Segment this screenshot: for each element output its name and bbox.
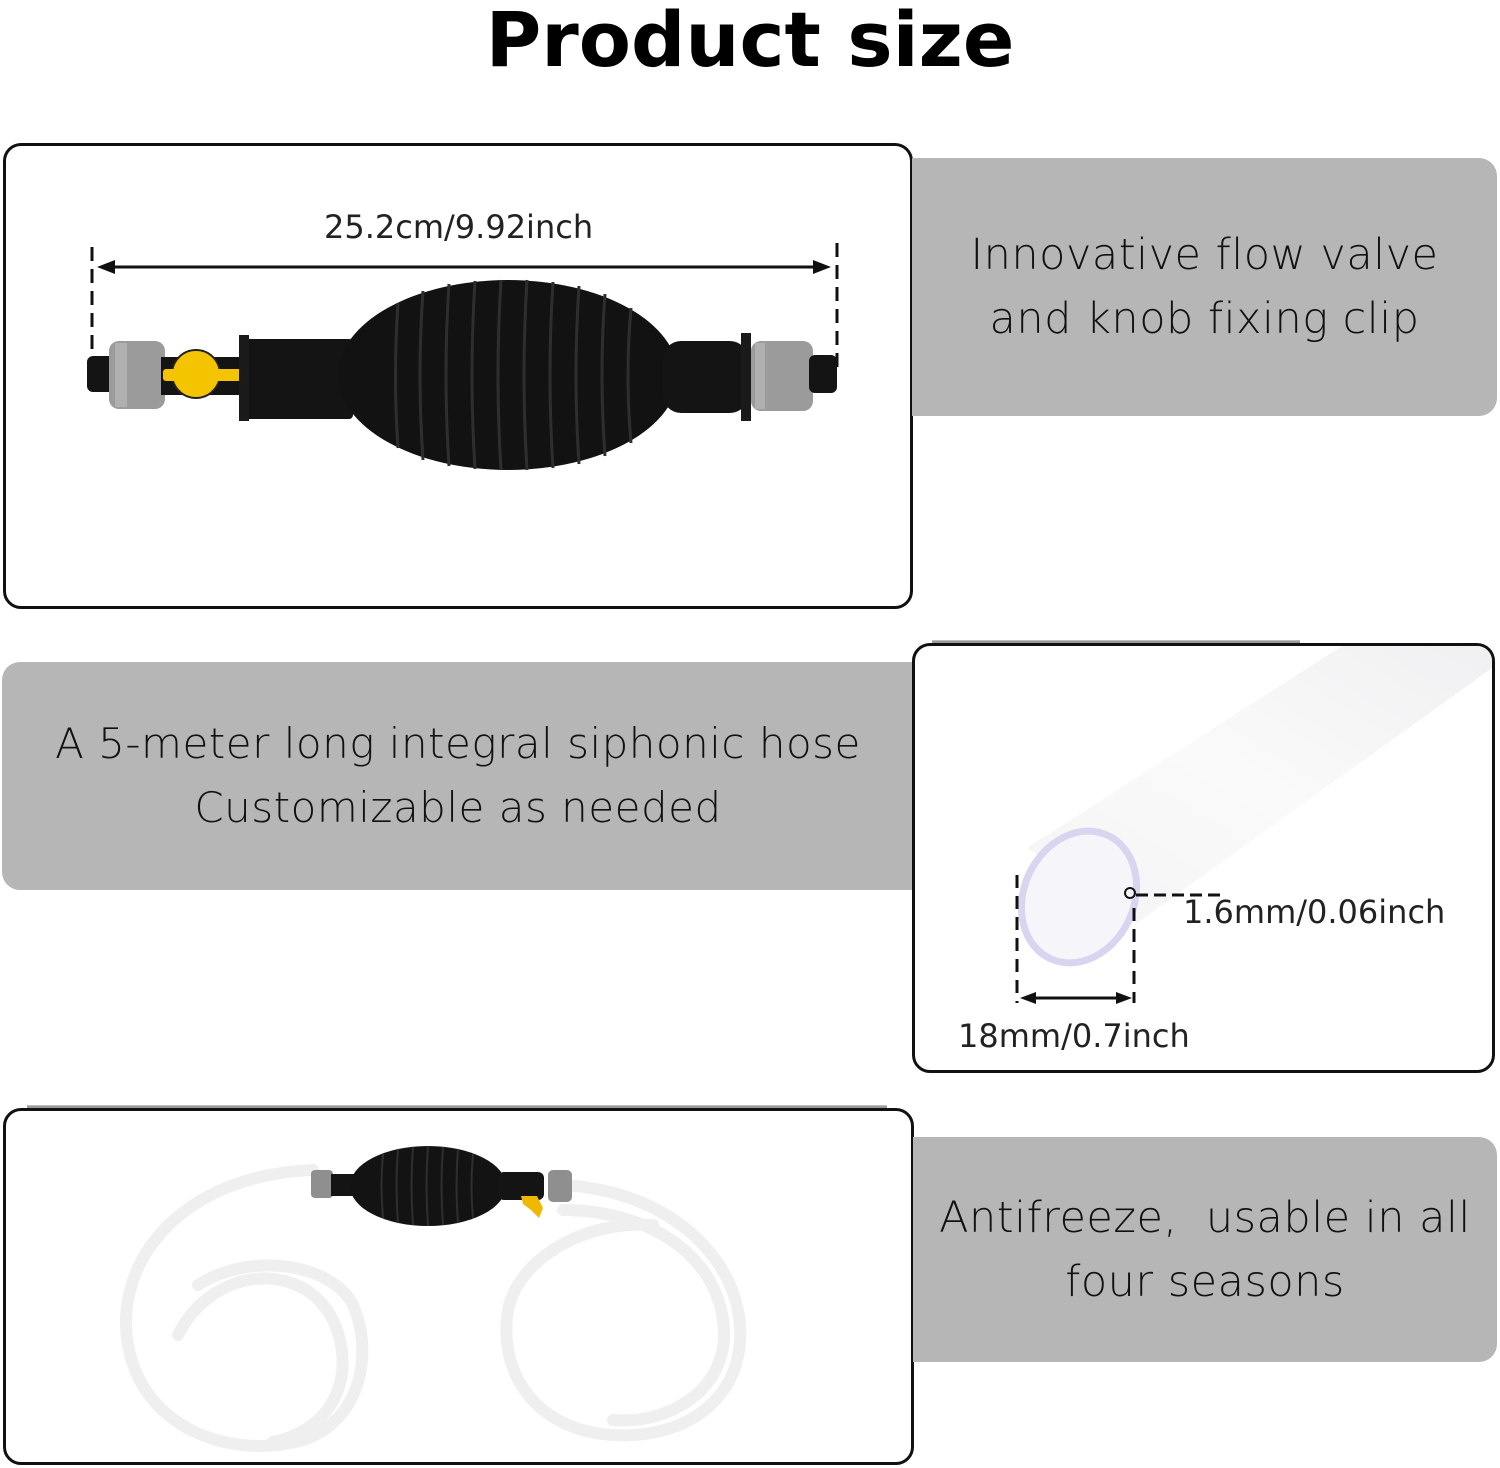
divider-line (27, 1105, 887, 1109)
pump-image (87, 243, 839, 471)
full-set-image (120, 1145, 747, 1452)
feature-antifreeze-panel: Antifreeze, usable in all four seasons (913, 1137, 1497, 1362)
hose-cross-section-image (1015, 646, 1492, 1004)
pump-dimension-frame: 25.2cm/9.92inch (3, 143, 913, 609)
feature-valve-line-1: Innovative flow valve (970, 230, 1439, 280)
diameter-label: 18mm/0.7inch (958, 1017, 1190, 1055)
divider-line (932, 640, 1300, 644)
full-set-frame (3, 1108, 914, 1465)
wall-thickness-label: 1.6mm/0.06inch (1183, 893, 1446, 931)
feature-valve-panel: Innovative flow valve and knob fixing cl… (912, 158, 1497, 416)
feature-hose-line-1: A 5-meter long integral siphonic hose (55, 719, 861, 768)
feature-antifreeze-line-2: four seasons (1065, 1256, 1345, 1307)
pump-length-label: 25.2cm/9.92inch (324, 208, 594, 246)
feature-antifreeze-line-1: Antifreeze, usable in all (939, 1192, 1471, 1243)
feature-valve-line-2: and knob fixing clip (989, 294, 1420, 344)
feature-hose-line-2: Customizable as needed (194, 783, 722, 832)
page-title: Product size (485, 0, 1015, 84)
hose-cross-section-frame: 1.6mm/0.06inch 18mm/0.7inch (912, 643, 1495, 1073)
feature-hose-panel: A 5-meter long integral siphonic hose Cu… (2, 662, 914, 890)
